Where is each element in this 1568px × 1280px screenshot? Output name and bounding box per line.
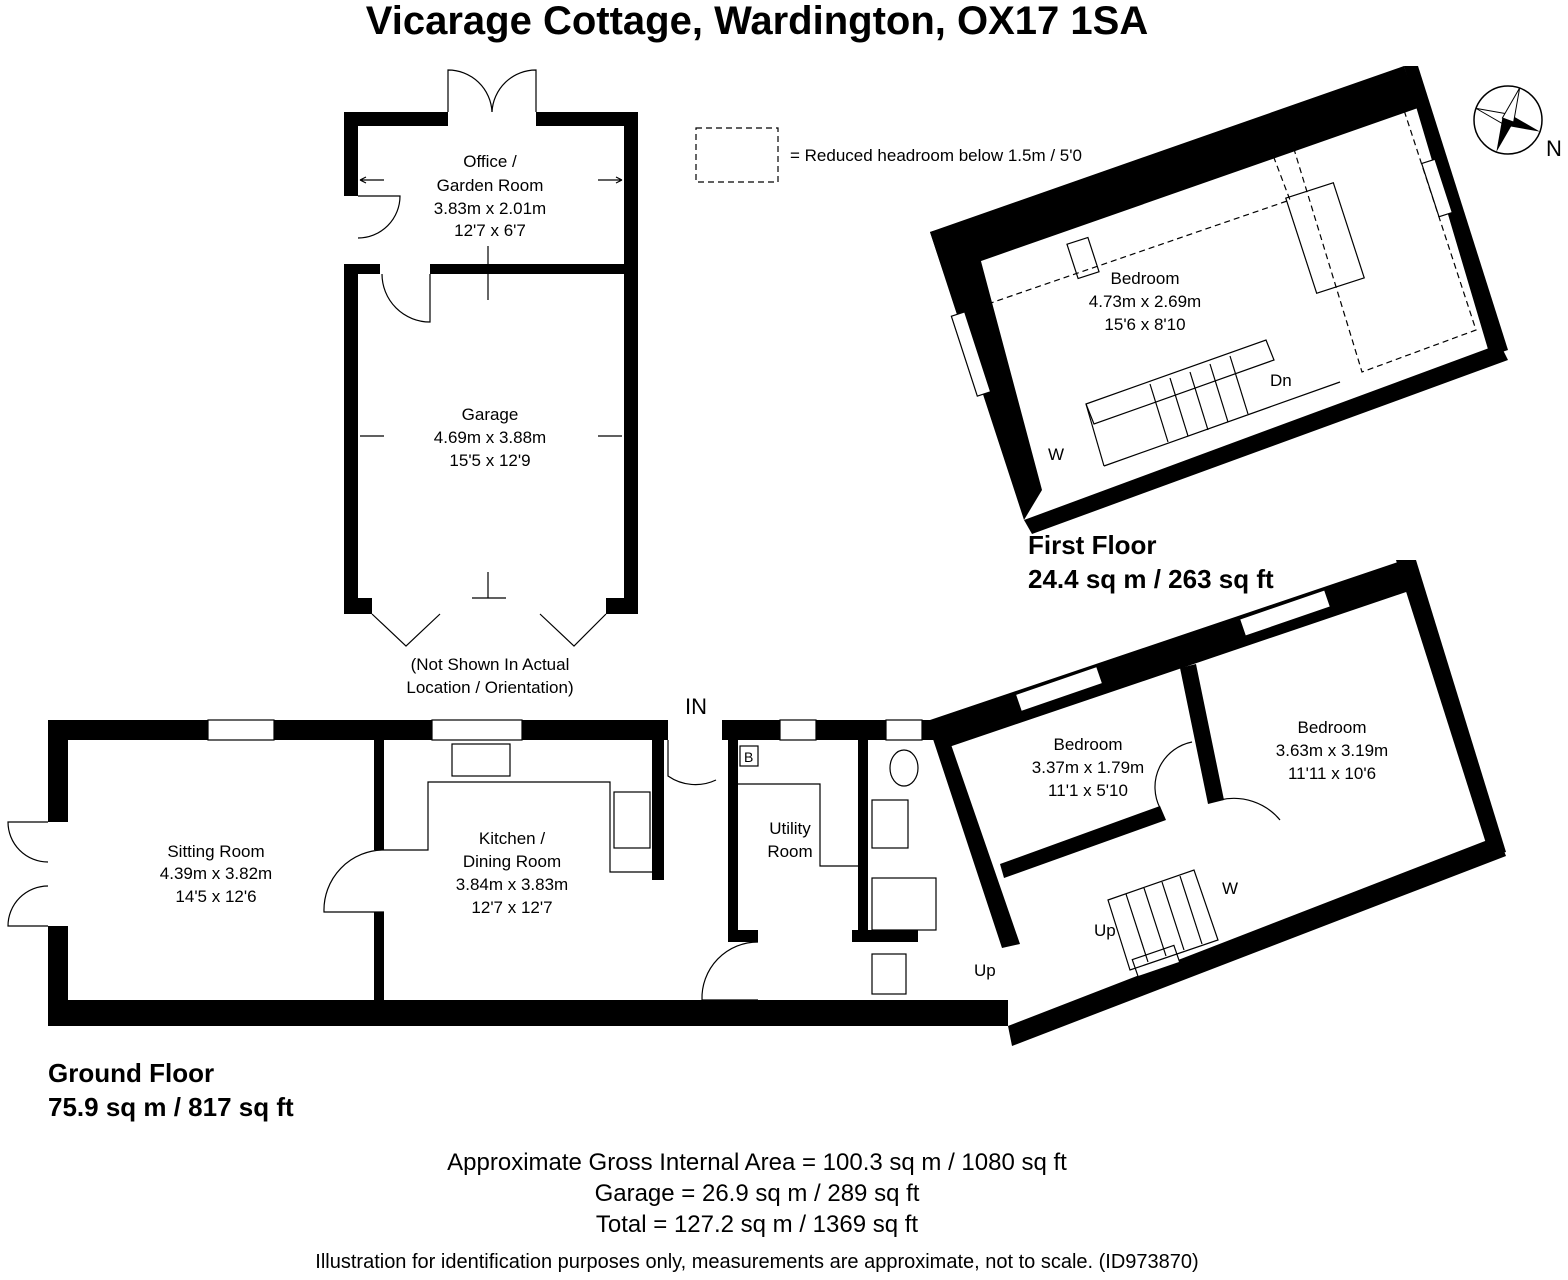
garage-area-summary: Garage = 26.9 sq m / 289 sq ft	[595, 1180, 920, 1207]
ff-bedroom-imperial: 15'6 x 8'10	[1104, 315, 1185, 334]
total-area-summary: Total = 127.2 sq m / 1369 sq ft	[596, 1211, 919, 1238]
garage-name: Garage	[462, 405, 519, 424]
entrance-label: IN	[685, 694, 707, 719]
compass-icon	[1473, 85, 1543, 155]
gross-area-summary: Approximate Gross Internal Area = 100.3 …	[447, 1149, 1067, 1176]
first-floor-heading: First Floor	[1028, 530, 1157, 560]
office-name-line2: Garden Room	[437, 176, 544, 195]
first-floor-plan	[930, 66, 1508, 534]
utility-name-line2: Room	[767, 842, 812, 861]
gf-wardrobe-label: W	[1222, 879, 1238, 898]
sitting-room-imperial: 14'5 x 12'6	[175, 887, 256, 906]
kitchen-name-line1: Kitchen /	[479, 829, 545, 848]
kitchen-imperial: 12'7 x 12'7	[471, 898, 552, 917]
bedroom-small-metric: 3.37m x 1.79m	[1032, 758, 1144, 777]
outbuilding-note-line2: Location / Orientation)	[406, 678, 573, 697]
bedroom-large-imperial: 11'11 x 10'6	[1288, 764, 1376, 783]
reduced-headroom-legend-box	[695, 127, 779, 183]
outbuilding-note-line1: (Not Shown In Actual	[411, 655, 570, 674]
legend-text: = Reduced headroom below 1.5m / 5'0	[790, 146, 1082, 165]
ff-bedroom-name: Bedroom	[1111, 269, 1180, 288]
garage-metric: 4.69m x 3.88m	[434, 428, 546, 447]
sitting-room-metric: 4.39m x 3.82m	[160, 864, 272, 883]
compass-north-label: N	[1546, 136, 1562, 161]
first-floor-area: 24.4 sq m / 263 sq ft	[1028, 564, 1274, 594]
bedroom-small-imperial: 11'1 x 5'10	[1048, 781, 1128, 800]
office-imperial: 12'7 x 6'7	[454, 221, 526, 240]
office-metric: 3.83m x 2.01m	[434, 199, 546, 218]
utility-name-line1: Utility	[769, 819, 811, 838]
garage-imperial: 15'5 x 12'9	[449, 451, 530, 470]
page-title: Vicarage Cottage, Wardington, OX17 1SA	[366, 0, 1148, 43]
ff-bedroom-metric: 4.73m x 2.69m	[1089, 292, 1201, 311]
kitchen-name-line2: Dining Room	[463, 852, 561, 871]
stairs-up-right-label: Up	[1094, 921, 1116, 940]
stairs-up-left-label: Up	[974, 961, 996, 980]
ff-stairs-down-label: Dn	[1270, 371, 1292, 390]
bedroom-small-name: Bedroom	[1054, 735, 1123, 754]
ground-floor-plan	[7, 560, 1506, 1046]
sitting-room-name: Sitting Room	[167, 842, 264, 861]
ground-floor-heading: Ground Floor	[48, 1058, 214, 1088]
office-name-line1: Office /	[463, 152, 517, 171]
boiler-label: B	[744, 749, 753, 765]
ground-floor-area: 75.9 sq m / 817 sq ft	[48, 1092, 294, 1122]
bedroom-large-metric: 3.63m x 3.19m	[1276, 741, 1388, 760]
outbuilding-plan	[344, 69, 638, 647]
kitchen-metric: 3.84m x 3.83m	[456, 875, 568, 894]
disclaimer: Illustration for identification purposes…	[315, 1251, 1198, 1273]
bedroom-large-name: Bedroom	[1298, 718, 1367, 737]
ff-wardrobe-label: W	[1048, 445, 1064, 464]
